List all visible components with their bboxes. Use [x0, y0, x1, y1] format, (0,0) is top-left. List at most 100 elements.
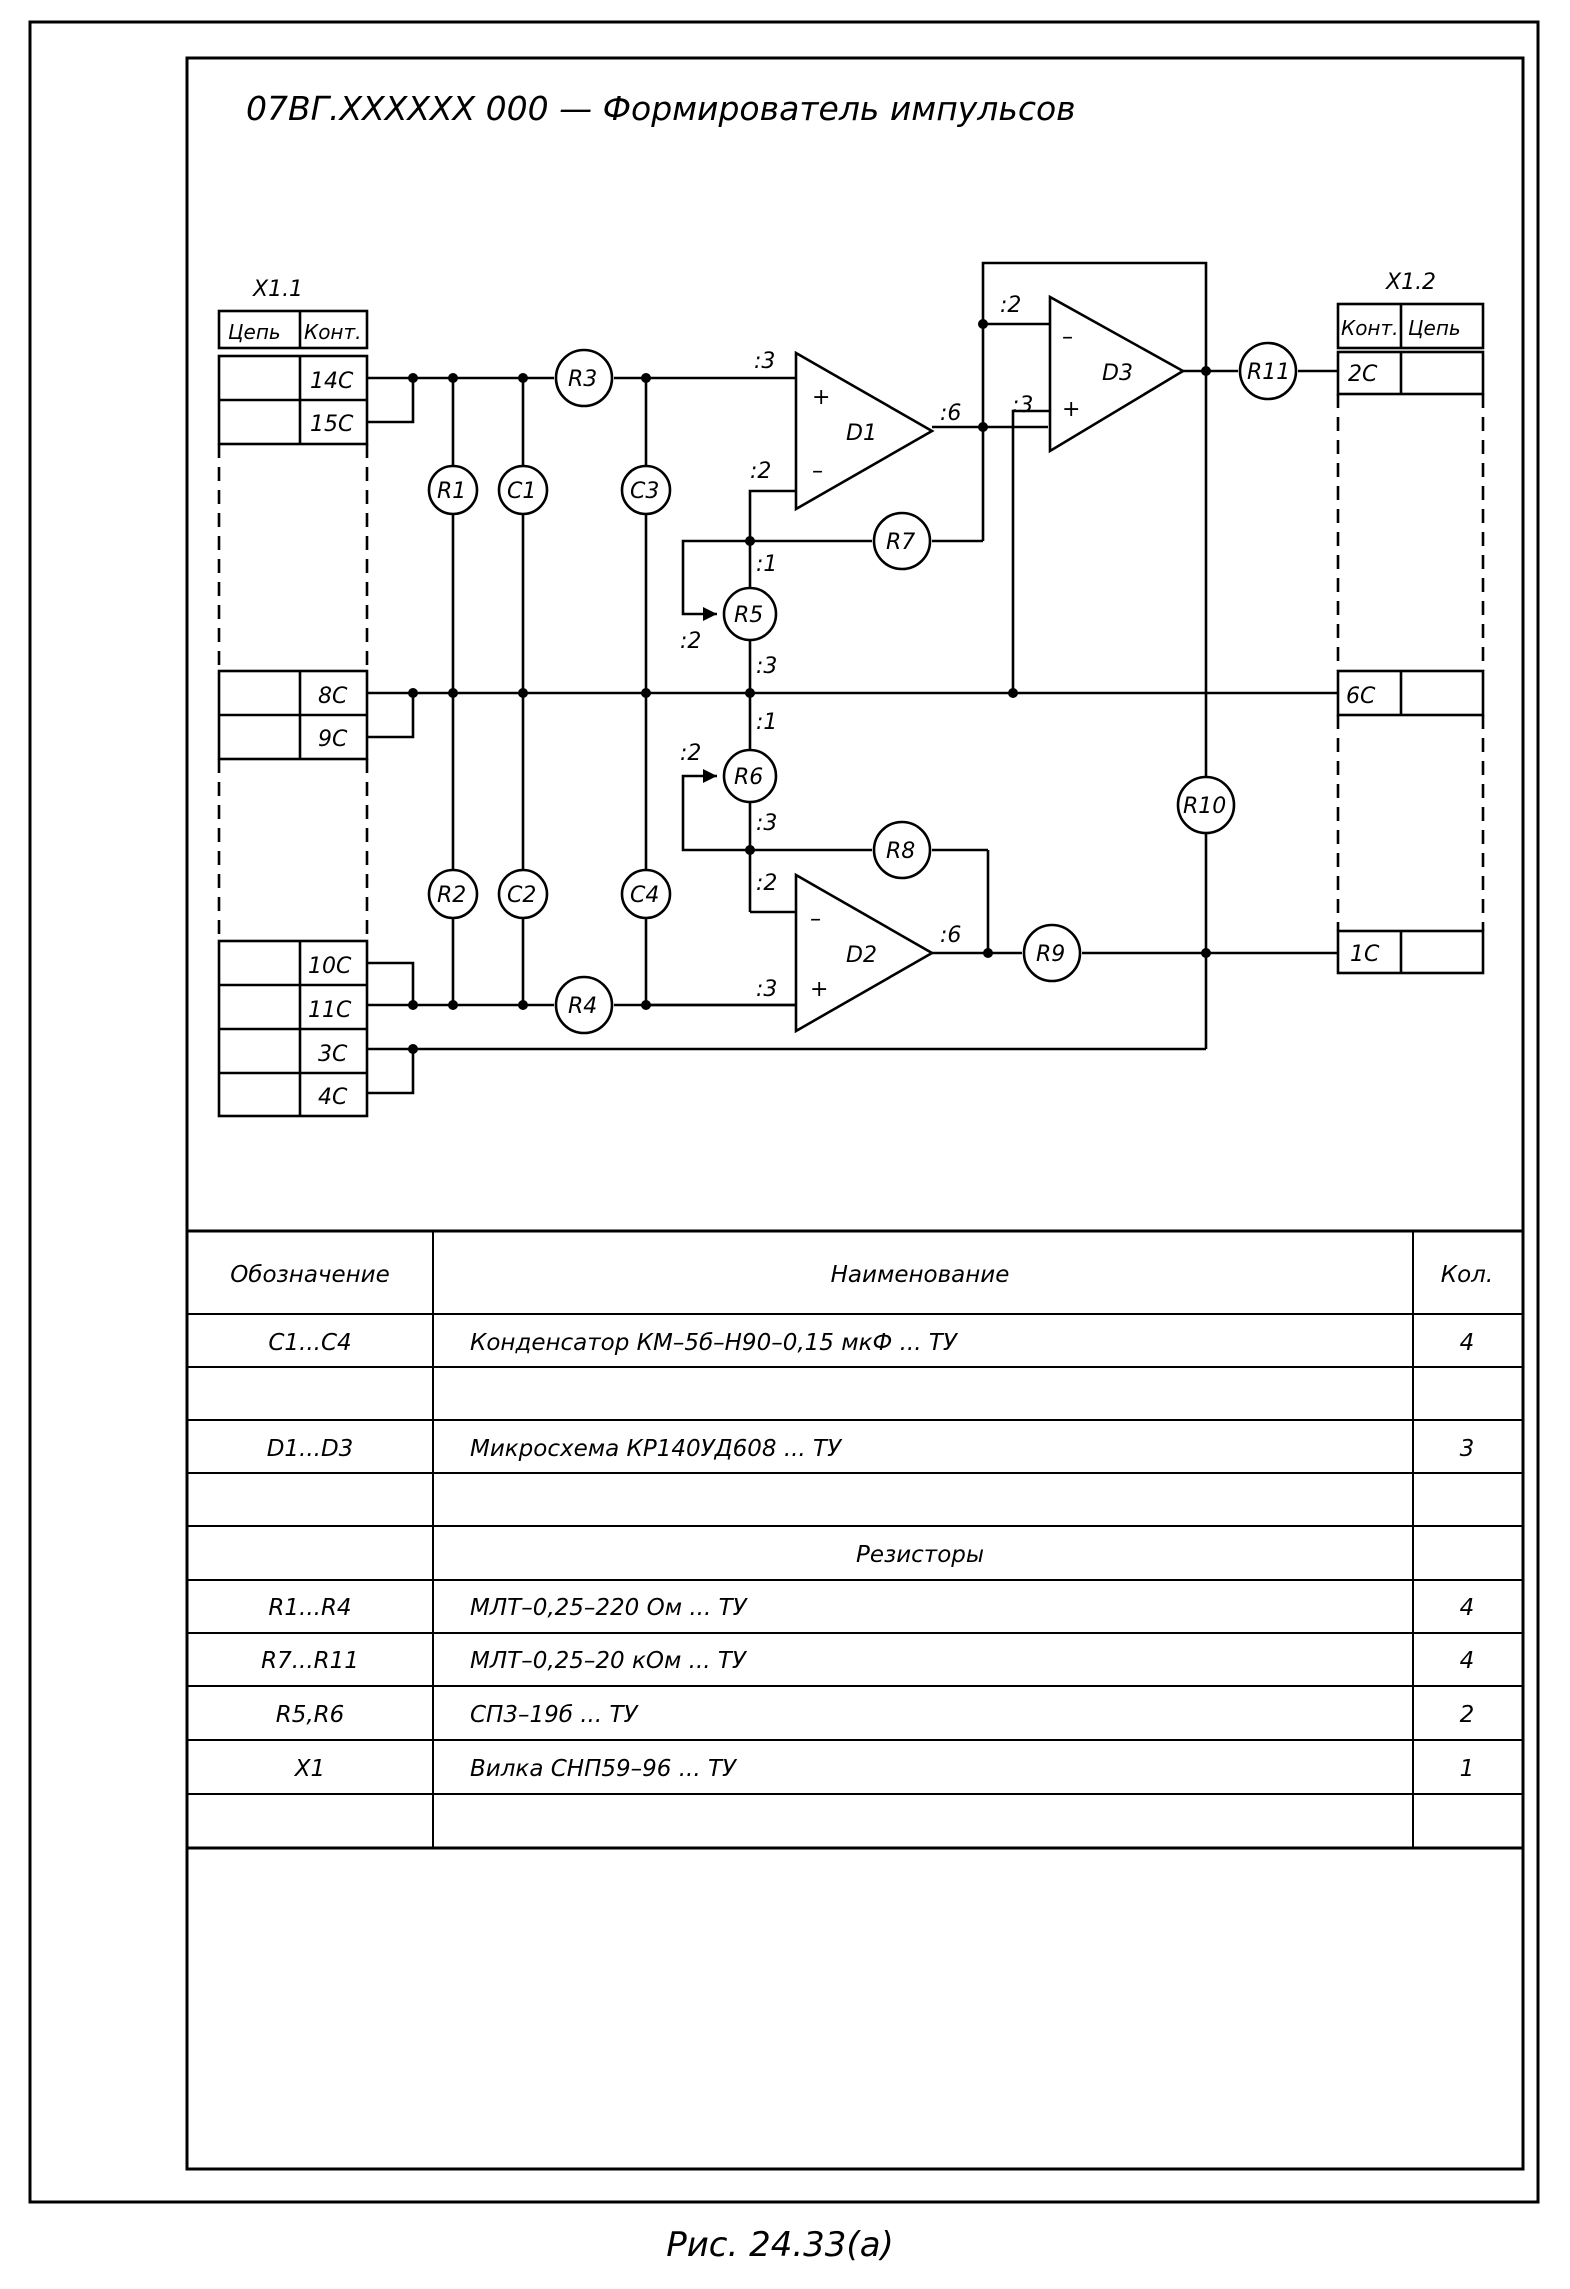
- svg-text:R1...R4: R1...R4: [268, 1595, 351, 1621]
- bom-section-row: Резисторы: [856, 1542, 984, 1568]
- figure-caption: Рис. 24.33(а): [666, 2225, 894, 2265]
- bom-header-name: Наименование: [831, 1262, 1010, 1288]
- svg-text:+: +: [812, 385, 830, 410]
- x1-1-contact-9c: 9С: [318, 727, 348, 752]
- svg-text::1: :1: [756, 710, 777, 735]
- svg-text:R9: R9: [1036, 942, 1065, 967]
- x1-1-contact-4c: 4С: [318, 1085, 348, 1110]
- svg-text:C4: C4: [630, 883, 659, 908]
- capacitor-c1: C1: [497, 464, 549, 516]
- resistor-r1: R1: [427, 464, 479, 516]
- x1-1-contact-8c: 8С: [318, 684, 348, 709]
- svg-text::2: :2: [1000, 293, 1021, 318]
- bom-row: D1...D3 Микросхема КР140УД608 ... ТУ 3: [267, 1436, 1475, 1462]
- x1-2-contact-1c: 1С: [1350, 942, 1380, 967]
- x1-1-contact-10c: 10С: [308, 954, 352, 979]
- svg-text:3: 3: [1460, 1436, 1475, 1462]
- svg-text::2: :2: [680, 629, 701, 654]
- capacitor-c2: C2: [497, 868, 549, 920]
- x1-2-header-contact: Конт.: [1341, 316, 1399, 340]
- svg-text:МЛТ–0,25–20 кОм ... ТУ: МЛТ–0,25–20 кОм ... ТУ: [470, 1648, 748, 1674]
- svg-text:МЛТ–0,25–220 Ом ... ТУ: МЛТ–0,25–220 Ом ... ТУ: [470, 1595, 749, 1621]
- drawing-title: 07ВГ.XXXXXX 000 — Формирователь импульсо…: [246, 89, 1076, 128]
- amplifier-d3: [1048, 294, 1186, 454]
- x1-2-contact-6c: 6С: [1346, 684, 1376, 709]
- svg-text:R1: R1: [437, 479, 466, 504]
- svg-text:–: –: [1062, 325, 1073, 350]
- svg-text::3: :3: [756, 811, 777, 836]
- svg-text::6: :6: [940, 923, 961, 948]
- connector-x1-1-label: X1.1: [252, 277, 303, 302]
- svg-text:R10: R10: [1183, 794, 1226, 819]
- svg-text::3: :3: [754, 349, 775, 374]
- svg-text:R7...R11: R7...R11: [261, 1648, 359, 1674]
- x1-1-contact-11c: 11С: [308, 998, 352, 1023]
- svg-text:+: +: [1062, 397, 1080, 422]
- svg-text:Резисторы: Резисторы: [856, 1542, 984, 1568]
- bom-row: R7...R11 МЛТ–0,25–20 кОм ... ТУ 4: [261, 1648, 1474, 1674]
- svg-text:4: 4: [1460, 1648, 1475, 1674]
- svg-text::1: :1: [756, 552, 777, 577]
- resistor-r8: R8: [872, 820, 932, 880]
- bom-row: R5,R6 СП3–19б ... ТУ 2: [276, 1702, 1475, 1728]
- svg-text:R2: R2: [437, 883, 466, 908]
- svg-text::3: :3: [756, 977, 777, 1002]
- svg-text::2: :2: [756, 871, 777, 896]
- junctions: [408, 319, 1211, 1054]
- svg-text:R6: R6: [734, 765, 763, 790]
- resistor-r11: R11: [1238, 341, 1298, 401]
- svg-text:R8: R8: [886, 839, 915, 864]
- bom-header-ref: Обозначение: [230, 1262, 390, 1288]
- x1-1-contact-3c: 3С: [318, 1042, 348, 1067]
- amplifiers: D1 D2 D3 + – – + – +: [794, 294, 1186, 1034]
- svg-text:C2: C2: [507, 883, 536, 908]
- svg-text:R3: R3: [568, 367, 597, 392]
- amplifier-d2: [794, 872, 935, 1034]
- svg-text:Вилка СНП59–96 ... ТУ: Вилка СНП59–96 ... ТУ: [470, 1756, 738, 1782]
- svg-text::6: :6: [940, 401, 961, 426]
- svg-text::2: :2: [680, 741, 701, 766]
- svg-text:+: +: [810, 977, 828, 1002]
- x1-1-header-circuit: Цепь: [228, 320, 281, 344]
- svg-text:R7: R7: [886, 530, 915, 555]
- svg-text:C1...C4: C1...C4: [268, 1330, 351, 1356]
- bom-header-qty: Кол.: [1441, 1262, 1493, 1288]
- svg-text:R11: R11: [1247, 360, 1290, 385]
- resistor-r6: R6: [722, 748, 778, 804]
- capacitor-c4: C4: [620, 868, 672, 920]
- x1-1-contact-14c: 14С: [310, 369, 354, 394]
- svg-text:Микросхема КР140УД608 ... ТУ: Микросхема КР140УД608 ... ТУ: [470, 1436, 843, 1462]
- inner-border: [185, 56, 1525, 2171]
- bom-table: Обозначение Наименование Кол. C1...C4 Ко…: [187, 1229, 1523, 1850]
- bom-row: C1...C4 Конденсатор КМ–5б–Н90–0,15 мкФ .…: [268, 1330, 1474, 1356]
- resistor-r7: R7: [872, 511, 932, 571]
- svg-text:–: –: [812, 459, 823, 484]
- resistor-r9: R9: [1022, 923, 1082, 983]
- svg-text:C3: C3: [630, 479, 659, 504]
- components: R1 R2 R3 R4 R5 R6 R7 R8 R9 R10 R11 C1 C2…: [427, 341, 1298, 1035]
- x1-2-header-circuit: Цепь: [1408, 316, 1461, 340]
- svg-text:C1: C1: [507, 479, 536, 504]
- resistor-r4: R4: [554, 975, 614, 1035]
- svg-text:–: –: [810, 907, 821, 932]
- bom-row: R1...R4 МЛТ–0,25–220 Ом ... ТУ 4: [268, 1595, 1474, 1621]
- connector-x1-2: X1.2 Конт. Цепь 2С 6С 1С: [1336, 270, 1485, 975]
- capacitor-c3: C3: [620, 464, 672, 516]
- x1-1-contact-15c: 15С: [310, 412, 354, 437]
- amplifier-d2-label: D2: [846, 943, 877, 968]
- svg-text:4: 4: [1460, 1330, 1475, 1356]
- amplifier-d1: [794, 350, 935, 512]
- svg-text:1: 1: [1460, 1756, 1475, 1782]
- svg-text:R5: R5: [734, 603, 763, 628]
- svg-text:R5,R6: R5,R6: [276, 1702, 345, 1728]
- resistor-r10: R10: [1176, 775, 1236, 835]
- bom-row: X1 Вилка СНП59–96 ... ТУ 1: [294, 1756, 1475, 1782]
- connector-x1-2-label: X1.2: [1385, 270, 1436, 295]
- svg-text:R4: R4: [568, 994, 597, 1019]
- x1-2-contact-2c: 2С: [1348, 362, 1378, 387]
- amplifier-d1-label: D1: [846, 421, 877, 446]
- svg-text::3: :3: [756, 654, 777, 679]
- outer-border: [28, 20, 1540, 2204]
- svg-text::3: :3: [1012, 393, 1033, 418]
